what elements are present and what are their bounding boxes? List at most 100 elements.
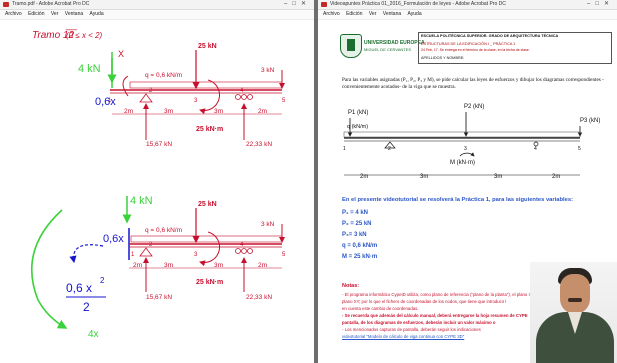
doc-support-4 [533,141,539,147]
menu-ventana[interactable]: Ventana [382,11,402,17]
doc-span-4: 2m [552,174,560,180]
fraction-denominator: 2 [83,300,90,314]
reaction-2-top: 22,33 kN [246,141,272,148]
q-load-bottom [130,235,283,243]
span-3-top: 3m [214,108,223,115]
doc-span-2: 3m [420,174,428,180]
moment-25-arc-bottom [199,231,221,267]
nota-line: - El programa informático CypeID utiliza… [342,292,559,297]
result-4x: 4x [88,329,99,340]
header-line-2: ESTRUCTURAS DE LA EDIFICACIÓN I _ PRÁCTI… [421,42,516,46]
var-p1: P₁ = 4 kN [342,210,368,216]
support-4c-bottom [247,248,253,254]
load-4kn-bottom: 4 kN [130,195,153,207]
node-3-bottom: 3 [194,252,198,258]
beam-diagram-bottom: 4 kN 0,6x q = 0,6 kN/m 25 kN 3 kN 1 2 3 … [31,195,286,340]
handwritten-notes-canvas[interactable]: Tramo 1̅2̅ (0 ≤ x < 2) X 4 kN 0,6x q = 0… [0,20,314,363]
node-4-bottom: 4 [240,242,244,248]
reaction-1-bottom: 15,67 kN [146,294,172,301]
tramo-label: Tramo 1̅2̅ [32,29,77,41]
span-2-bottom: 3m [164,262,173,269]
header-line-3: 24 Feb, 17. Se entrega en el término de … [421,48,530,52]
var-p3: P₃= 3 kN [342,232,367,238]
left-window-title: Tramo.pdf - Adobe Acrobat Pro DC [12,1,90,7]
q-label-top: q = 0,6 kN/m [145,72,182,79]
nota-line: videotutorial "Modelo de cálculo de viga… [342,334,465,339]
p1-label: P1 (kN) [348,110,368,116]
load-4kn-top: 4 kN [78,63,101,75]
nota-line: - Los mencionados capturas de pantalla, … [342,327,481,332]
doc-span-3: 3m [494,174,502,180]
left-menubar: Archivo Edición Ver Ventana Ayuda [0,10,314,20]
right-window: Videoapuntes Práctica 01_2016_Formulació… [318,0,617,363]
university-name: UNIVERSIDAD EUROPEA [364,40,425,46]
p3-label: P3 (kN) [580,118,600,124]
menu-ayuda[interactable]: Ayuda [407,11,422,17]
menu-edicion[interactable]: Edición [28,11,45,17]
var-p2: P₂ = 25 kN [342,221,372,227]
nota-line: pantalla, de los diagramas de esfuerzos,… [342,320,496,325]
beam-figure: P1 (kN) q (kN/m) P2 (kN) P3 (kN) 1 2 3 4… [343,104,600,180]
header-line-1: ESCUELA POLITÉCNICA SUPERIOR. GRADO DE A… [421,34,559,38]
p2-label: P2 (kN) [464,104,484,110]
distributed-load [343,131,581,138]
q-label: q (kN/m) [347,124,368,130]
menu-archivo[interactable]: Archivo [5,11,22,17]
q-load-top [129,81,283,89]
logo-tower-icon [347,39,355,51]
variables-list: P₁ = 4 kN P₂ = 25 kN P₃= 3 kN q = 0,6 kN… [342,210,377,265]
doc-node-4: 4 [534,146,537,152]
menu-ventana[interactable]: Ventana [64,11,84,17]
node-1-bottom: 1 [131,252,135,258]
span-4-bottom: 2m [258,262,267,269]
presenter-video [530,262,617,363]
nota-line: en cuenta este cambio de coordenadas. [342,306,419,311]
beam-diagram-top: X 4 kN 0,6x q = 0,6 kN/m 25 kN 3 kN 1 2 … [78,43,286,148]
header-line-4: APELLIDOS Y NOMBRE: [421,56,465,60]
var-q: q = 0,6 kN/m [342,243,378,249]
moment-25-label-bottom: 25 kN·m [196,279,223,286]
menu-ver[interactable]: Ver [50,11,59,17]
blue-dashed-arrow [69,244,104,264]
support-2-top [139,93,153,103]
node-2-bottom: 2 [149,242,153,248]
nota-line: - Se recuerda que además del cálculo man… [342,313,528,318]
menu-archivo[interactable]: Archivo [323,11,340,17]
notas-list: - El programa informático CypeID utiliza… [342,292,572,341]
window-splitter[interactable] [314,0,318,363]
window-controls[interactable]: –□✕ [284,1,311,7]
menu-ayuda[interactable]: Ayuda [89,11,104,17]
load-3kn-top: 3 kN [261,67,275,74]
doc-node-5: 5 [578,146,581,152]
node-5-top: 5 [282,98,286,104]
tramo-range: (0 ≤ x < 2) [66,31,103,40]
node-2-top: 2 [149,88,153,94]
window-controls[interactable]: –□✕ [587,1,614,7]
video-heading: En el presente videotutorial se resolver… [342,197,574,203]
fraction-exponent: 2 [100,276,105,285]
presenter-face [560,274,590,314]
node-1-top: 1 [108,98,112,104]
doc-header-table: ESCUELA POLITÉCNICA SUPERIOR. GRADO DE A… [418,32,612,64]
load-25kn-top: 25 kN [198,43,217,50]
menu-edicion[interactable]: Edición [346,11,363,17]
doc-support-2 [384,141,396,149]
moment-0-6x-bottom: 0,6x [103,233,124,245]
node-4-top: 4 [240,88,244,94]
doc-node-2: 2 [388,146,391,152]
doc-span-1: 2m [360,174,368,180]
q-label-bottom: q = 0,6 kN/m [145,227,182,234]
var-m: M = 25 kN·m [342,254,378,260]
green-bracket-curve [31,209,68,329]
right-window-title: Videoapuntes Práctica 01_2016_Formulació… [330,1,506,7]
nota-line: plano XY; por lo que el fichero de coord… [342,299,507,304]
right-titlebar: Videoapuntes Práctica 01_2016_Formulació… [318,0,617,10]
intro-paragraph: Para las variables asignadas (P₁, P₂, P₃… [342,77,604,90]
moment-arc [459,152,475,157]
node-3-top: 3 [194,98,198,104]
left-titlebar: Tramo.pdf - Adobe Acrobat Pro DC –□✕ [0,0,314,10]
acrobat-icon [3,2,9,7]
menu-ver[interactable]: Ver [368,11,377,17]
presenter-mustache [568,298,582,302]
span-3-bottom: 3m [214,262,223,269]
